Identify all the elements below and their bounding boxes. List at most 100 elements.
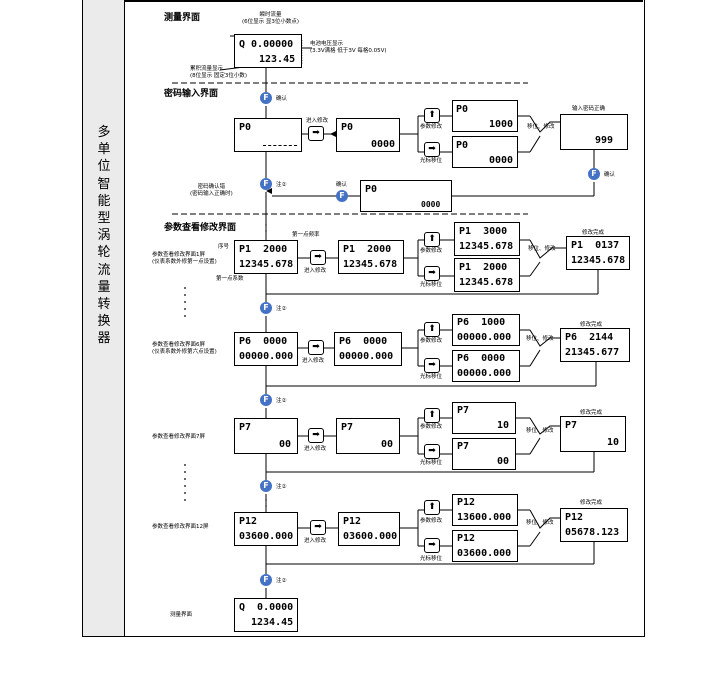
f-key-icon[interactable]: F xyxy=(336,190,348,202)
p12-down-line1: P12 xyxy=(457,533,476,544)
measure-display: Q 0.00000 123.45 xyxy=(234,34,302,68)
note-p6: 参数查看修改界面6屏 (仪表系数外修第六点设置) xyxy=(152,342,217,355)
final-display: Q 0.0000 1234.45 xyxy=(234,598,298,632)
p12-down-line2: 03600.000 xyxy=(457,548,512,559)
p12-result-line2: 05678.123 xyxy=(565,527,620,538)
section-param-title: 参数查看修改界面 xyxy=(164,223,237,233)
note-p1: 参数查看修改界面1屏 (仪表系数外修第一点设置) xyxy=(152,252,217,265)
label-pw-correct: 输入密码正确 xyxy=(572,106,606,112)
up-key-icon[interactable]: ⬆ xyxy=(424,500,440,515)
p6-up-line2: 00000.000 xyxy=(457,332,512,343)
f-key-icon[interactable]: F xyxy=(260,394,272,406)
f-key-icon[interactable]: F xyxy=(260,178,272,190)
label-done: 修改完成 xyxy=(580,500,603,506)
p12-up-display: P12 13600.000 xyxy=(452,494,518,526)
pw1-text: P0 xyxy=(239,122,252,133)
p12-display: P12 03600.000 xyxy=(234,512,298,546)
p1-line1: P1 2000 xyxy=(239,244,288,255)
pw-down-value: 0000 xyxy=(489,155,514,166)
right-key-icon[interactable]: ➡ xyxy=(424,266,440,281)
pw-up-display: P0 1000 xyxy=(452,100,518,132)
final-line2: 1234.45 xyxy=(251,617,294,628)
final-line1: Q 0.0000 xyxy=(239,602,294,613)
label-enter: 进入修改 xyxy=(304,268,327,274)
p7-line2: 00 xyxy=(279,439,292,450)
label-param: 参数修改 xyxy=(420,424,443,430)
p12-edit-display: P12 03600.000 xyxy=(338,512,400,546)
right-key-icon[interactable]: ➡ xyxy=(424,444,440,459)
p12-result-line1: P12 xyxy=(565,512,584,523)
p7-edit-line1: P7 xyxy=(341,422,354,433)
enter-key-icon[interactable]: ➡ xyxy=(308,126,324,141)
right-key-icon[interactable]: ➡ xyxy=(424,142,440,157)
p1-edit-display: P1 2000 12345.678 xyxy=(338,240,404,274)
label-coef: 第一点系数 xyxy=(216,276,244,282)
note-instant-flow: 瞬时流量 (6位显示 显3位小数点) xyxy=(242,12,300,25)
up-key-icon[interactable]: ⬆ xyxy=(424,322,440,337)
p6-edit-display: P6 0000 00000.000 xyxy=(334,332,402,366)
label-enter: 进入修改 xyxy=(304,538,327,544)
enter-key-icon[interactable]: ➡ xyxy=(308,428,324,443)
p6-up-display: P6 1000 00000.000 xyxy=(452,314,520,346)
enter-key-icon[interactable]: ➡ xyxy=(310,250,326,265)
p12-down-display: P12 03600.000 xyxy=(452,530,518,562)
p1-result-line2: 12345.678 xyxy=(571,255,626,266)
pw-display-1: P0 xyxy=(234,118,302,152)
p1-edit-line1: P1 2000 xyxy=(343,244,392,255)
note-battery: 电池电压显示 (3.3V满格 低于3V 每格0.05V) xyxy=(310,41,387,54)
p1-down-line2: 12345.678 xyxy=(459,277,514,288)
p6-up-line1: P6 1000 xyxy=(457,317,506,328)
up-key-icon[interactable]: ⬆ xyxy=(424,108,440,123)
up-key-icon[interactable]: ⬆ xyxy=(424,408,440,423)
label-serial: 序号 xyxy=(218,244,230,250)
p7-line1: P7 xyxy=(239,422,252,433)
p12-line1: P12 xyxy=(239,516,258,527)
label-cursor: 光标移位 xyxy=(420,374,443,380)
label-cursor: 光标移位 xyxy=(420,460,443,466)
p7-up-line2: 10 xyxy=(497,420,510,431)
f-key-icon[interactable]: F xyxy=(260,302,272,314)
p7-down-line2: 00 xyxy=(497,456,510,467)
label-param: 参数修改 xyxy=(420,248,443,254)
label-note2: 注② xyxy=(276,306,287,312)
note-total-flow: 累积流量显示 (8位显示 固定3位小数) xyxy=(190,66,248,79)
f-key-icon[interactable]: F xyxy=(260,92,272,104)
pw-result-text: 999 xyxy=(595,135,614,146)
label-confirm-err: 密码确认错 (密码输入正确时) xyxy=(190,184,233,197)
p12-up-line1: P12 xyxy=(457,497,476,508)
diagram-frame xyxy=(82,0,645,637)
right-key-icon[interactable]: ➡ xyxy=(424,358,440,373)
p6-down-line1: P6 0000 xyxy=(457,353,506,364)
note-p12: 参数查看修改界面12屏 xyxy=(152,524,209,530)
p7-result-line2: 10 xyxy=(607,437,620,448)
p12-up-line2: 13600.000 xyxy=(457,512,512,523)
p7-up-line1: P7 xyxy=(457,405,470,416)
p7-down-display: P7 00 xyxy=(452,438,516,470)
pw-error-text: P0 xyxy=(365,184,378,195)
enter-key-icon[interactable]: ➡ xyxy=(310,520,326,535)
label-enter: 进入修改 xyxy=(304,446,327,452)
p1-up-line1: P1 3000 xyxy=(459,226,508,237)
p6-edit-line2: 00000.000 xyxy=(339,351,394,362)
p12-edit-line2: 03600.000 xyxy=(343,531,398,542)
top-rule xyxy=(124,0,643,2)
label-param: 参数修改 xyxy=(420,518,443,524)
right-key-icon[interactable]: ➡ xyxy=(424,538,440,553)
up-key-icon[interactable]: ⬆ xyxy=(424,232,440,247)
f-key-icon[interactable]: F xyxy=(260,480,272,492)
label-cursor: 光标移位 xyxy=(420,282,443,288)
side-column xyxy=(82,0,125,636)
enter-key-icon[interactable]: ➡ xyxy=(308,340,324,355)
label-note2: 注② xyxy=(276,398,287,404)
f-key-icon[interactable]: F xyxy=(260,574,272,586)
p7-up-display: P7 10 xyxy=(452,402,516,434)
p1-edit-line2: 12345.678 xyxy=(343,259,398,270)
p6-line2: 00000.000 xyxy=(239,351,294,362)
label-shift: 移位、修改 xyxy=(526,428,554,434)
p1-result-display: P1 0137 12345.678 xyxy=(566,236,630,270)
pw-error-display: P0 0000 xyxy=(360,180,452,212)
pw-down-text: P0 xyxy=(456,140,469,151)
f-key-icon[interactable]: F xyxy=(588,168,600,180)
p6-down-display: P6 0000 00000.000 xyxy=(452,350,520,382)
note-p7: 参数查看修改界面7屏 xyxy=(152,434,205,440)
